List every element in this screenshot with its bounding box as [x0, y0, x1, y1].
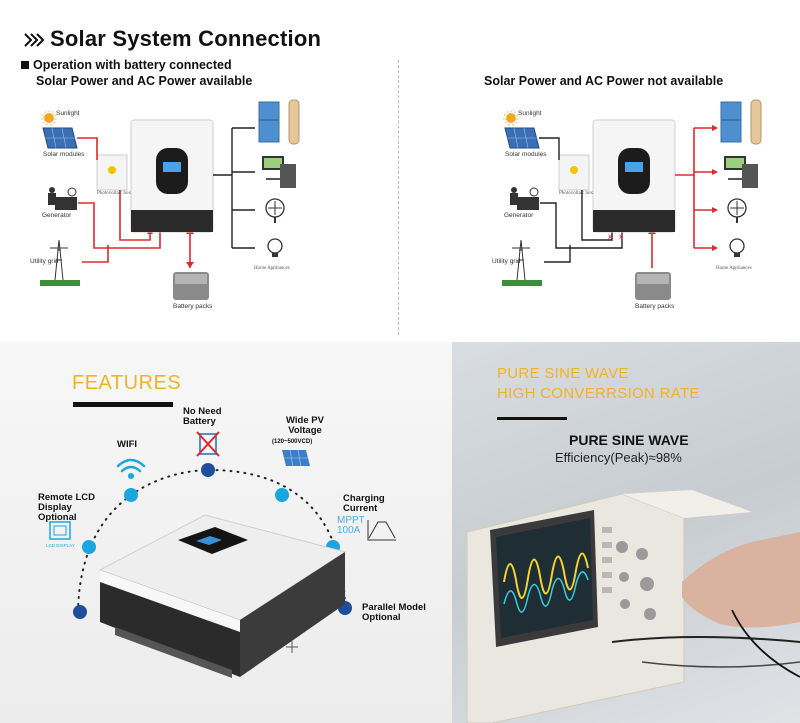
label-wide-pv: Wide PV Voltage [286, 415, 324, 436]
fan-icon [727, 198, 747, 223]
x-mark-icon: x [619, 232, 623, 241]
battery-icon [635, 272, 671, 300]
sine-underline [497, 417, 567, 420]
double-chevron-icon [24, 33, 45, 47]
mppt-curve-icon [367, 520, 396, 541]
dot-left-bottom [73, 605, 87, 619]
generator-icon [510, 187, 539, 210]
label-lcd-display: LCD DISPLAY [46, 543, 75, 548]
water-heater-icon [750, 99, 762, 145]
label-utility-grid: Utility grid [30, 258, 59, 265]
square-bullet-icon [21, 61, 29, 69]
fan-icon [265, 198, 285, 223]
label-parallel: Parallel Model Optional [362, 602, 426, 623]
label-sunlight: Sunlight [56, 110, 80, 117]
left-subtitle-2: Solar Power and AC Power available [36, 74, 253, 88]
label-battery-packs: Battery packs [173, 303, 213, 310]
x-mark-icon: x [608, 232, 612, 241]
dot-wifi [124, 488, 138, 502]
label-pv-box: Photovoltaic box [559, 191, 594, 196]
label-charging: Charging Current [343, 493, 385, 514]
utility-tower-icon [502, 239, 542, 286]
label-wide-pv-range: (120~500VCD) [272, 439, 313, 445]
right-diagram: x x Sunlight Solar modules Photovoltaic … [462, 90, 800, 330]
sine-efficiency: Efficiency(Peak)≈98% [555, 450, 682, 465]
hand-image [682, 532, 800, 628]
dot-wide-pv [275, 488, 289, 502]
inverter-icon [130, 119, 214, 233]
sun-icon [503, 110, 519, 126]
page-title: Solar System Connection [50, 26, 322, 51]
solar-panel-icon [504, 127, 540, 149]
solar-panel-icon [42, 127, 78, 149]
sine-title: PURE SINE WAVE HIGH CONVERRSION RATE [497, 365, 700, 402]
light-bulb-icon [267, 238, 283, 257]
label-utility-grid: Utility grid [492, 258, 521, 265]
fridge-icon [720, 101, 742, 143]
features-panel: FEATURES No Need Batter [0, 342, 452, 723]
label-solar-modules: Solar modules [505, 151, 547, 158]
right-subtitle: Solar Power and AC Power not available [484, 74, 724, 88]
sine-heading: PURE SINE WAVE [569, 432, 689, 448]
computer-icon [724, 156, 758, 188]
label-battery-packs: Battery packs [635, 303, 675, 310]
water-heater-icon [288, 99, 300, 145]
inverter-product-image [98, 514, 347, 678]
label-wifi: WIFI [117, 439, 138, 450]
lcd-display-icon [49, 521, 71, 540]
knob-icon [616, 541, 656, 620]
left-diagram-wiring [40, 99, 300, 300]
computer-icon [262, 156, 296, 188]
sun-icon [41, 110, 57, 126]
no-battery-icon [196, 431, 220, 457]
sine-wave-panel: PURE SINE WAVE HIGH CONVERRSION RATE PUR… [452, 342, 800, 723]
left-subtitle-1: Operation with battery connected [21, 58, 232, 72]
right-diagram-wiring: x x [502, 99, 762, 300]
left-diagram: Sunlight Solar modules Photovoltaic box … [0, 90, 398, 330]
light-bulb-icon [729, 238, 745, 257]
label-solar-modules: Solar modules [43, 151, 85, 158]
generator-icon [48, 187, 77, 210]
label-pv-box: Photovoltaic box [97, 191, 132, 196]
dot-remote-lcd [82, 540, 96, 554]
features-underline [73, 402, 173, 407]
wifi-icon [116, 458, 146, 480]
label-home-appliances: Home Appliances [716, 266, 752, 271]
label-home-appliances: Home Appliances [254, 266, 290, 271]
label-mppt: MPPT 100A [337, 515, 365, 536]
features-arc [49, 431, 396, 678]
features-title: FEATURES [72, 372, 182, 394]
label-generator: Generator [42, 212, 72, 219]
solar-panel-icon [282, 449, 310, 467]
utility-tower-icon [40, 239, 80, 286]
label-remote-lcd: Remote LCD Display Optional [38, 492, 96, 523]
dot-no-battery [201, 463, 215, 477]
section-divider [398, 60, 399, 335]
label-no-battery: No Need Battery [183, 406, 222, 427]
oscilloscope-image [466, 490, 800, 723]
fridge-icon [258, 101, 280, 143]
battery-icon [173, 272, 209, 300]
crosshair-icon [286, 641, 298, 653]
label-generator: Generator [504, 212, 534, 219]
label-sunlight: Sunlight [518, 110, 542, 117]
inverter-icon [592, 119, 676, 233]
